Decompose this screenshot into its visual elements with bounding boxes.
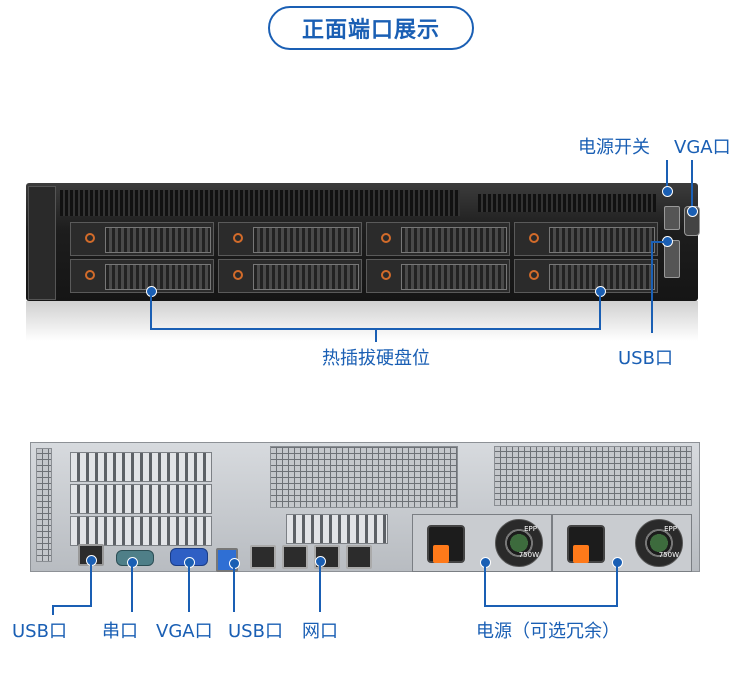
drive-led-icon	[233, 233, 243, 243]
rear-network-port[interactable]	[250, 545, 276, 569]
front-left-ear	[28, 186, 56, 300]
callout-line	[233, 563, 235, 612]
power-plug-icon	[433, 545, 449, 563]
drive-carrier	[549, 264, 655, 290]
psu-badge: EPP	[524, 525, 537, 533]
label-rear-usb: USB口	[12, 621, 67, 642]
drive-bay[interactable]	[70, 222, 214, 256]
drive-bay[interactable]	[70, 259, 214, 293]
label-rear-usb-2: USB口	[228, 621, 283, 642]
callout-dot	[687, 206, 698, 217]
drive-led-icon	[85, 233, 95, 243]
drive-led-icon	[85, 270, 95, 280]
callout-line	[188, 562, 190, 612]
drive-carrier	[105, 264, 211, 290]
callout-line	[90, 560, 92, 606]
drive-carrier	[253, 227, 359, 253]
drive-carrier	[401, 264, 507, 290]
drive-bay[interactable]	[366, 222, 510, 256]
callout-line	[484, 605, 618, 607]
front-top-vent	[60, 190, 460, 216]
drive-led-icon	[529, 270, 539, 280]
callout-line	[375, 328, 377, 342]
callout-dot	[662, 186, 673, 197]
drive-bay[interactable]	[514, 259, 658, 293]
label-front-vga: VGA口	[674, 137, 731, 158]
callout-line	[150, 291, 152, 329]
callout-line	[319, 561, 321, 612]
label-rear-network: 网口	[302, 621, 338, 642]
label-rear-vga: VGA口	[156, 621, 213, 642]
rear-right-grille	[494, 446, 692, 506]
callout-line	[666, 160, 668, 190]
drive-bay[interactable]	[218, 222, 362, 256]
label-hot-swap-bays: 热插拔硬盘位	[322, 348, 430, 369]
pcie-slot	[70, 452, 212, 482]
front-right-vent	[478, 194, 656, 212]
power-plug-icon	[573, 545, 589, 563]
psu-rating: 750W	[658, 551, 679, 559]
psu-rating: 750W	[518, 551, 539, 559]
callout-line	[691, 160, 693, 210]
rear-network-port[interactable]	[346, 545, 372, 569]
psu-badge: EPP	[664, 525, 677, 533]
callout-line	[651, 241, 653, 333]
pcie-slot	[70, 484, 212, 514]
drive-carrier	[105, 227, 211, 253]
pcie-slot	[286, 514, 388, 544]
drive-bay[interactable]	[514, 222, 658, 256]
page-title-text: 正面端口展示	[301, 18, 440, 43]
page-title: 正面端口展示	[268, 6, 474, 50]
rear-network-port[interactable]	[282, 545, 308, 569]
psu-fan-icon	[635, 519, 683, 567]
drive-bay[interactable]	[218, 259, 362, 293]
drive-carrier	[253, 264, 359, 290]
drive-led-icon	[381, 233, 391, 243]
label-front-usb: USB口	[618, 348, 673, 369]
power-socket-icon	[567, 525, 605, 563]
front-reflection	[26, 301, 698, 341]
callout-line	[599, 291, 601, 329]
drive-led-icon	[233, 270, 243, 280]
label-rear-serial: 串口	[102, 621, 138, 642]
rear-center-grille	[270, 446, 458, 508]
callout-line	[484, 562, 486, 606]
drive-led-icon	[381, 270, 391, 280]
drive-carrier	[549, 227, 655, 253]
rear-side-grille	[36, 448, 52, 562]
psu-fan-icon	[495, 519, 543, 567]
callout-line	[52, 605, 92, 607]
power-socket-icon	[427, 525, 465, 563]
drive-led-icon	[529, 233, 539, 243]
drive-carrier	[401, 227, 507, 253]
callout-line	[52, 605, 54, 615]
pcie-slot	[70, 516, 212, 546]
label-power-switch: 电源开关	[578, 137, 650, 158]
callout-line	[616, 562, 618, 606]
drive-bay[interactable]	[366, 259, 510, 293]
callout-line	[131, 562, 133, 612]
label-power-supply: 电源（可选冗余）	[476, 621, 620, 642]
callout-line	[653, 241, 666, 243]
front-power-button[interactable]	[664, 206, 680, 230]
